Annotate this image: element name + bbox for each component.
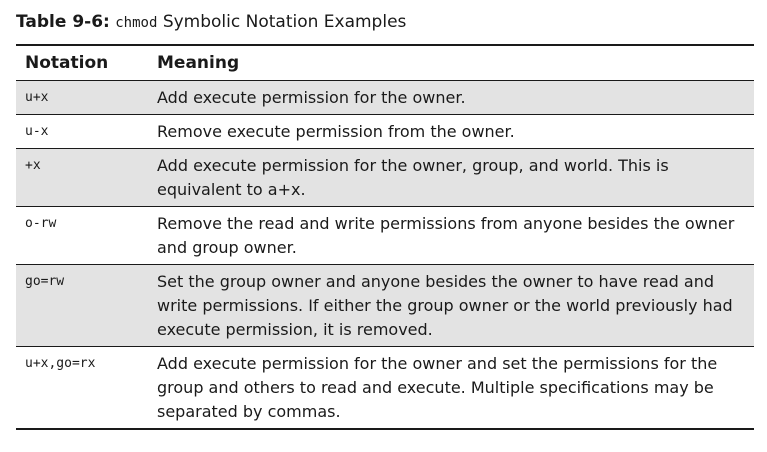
table-header-row: Notation Meaning [16,46,754,81]
meaning-cell: Add execute permission for the owner, gr… [157,156,669,199]
table-row: u-x Remove execute permission from the o… [16,115,754,149]
meaning-cell: Add execute permission for the owner and… [157,354,718,421]
meaning-cell: Remove the read and write permissions fr… [157,214,735,257]
notation-cell: go=rw [25,274,65,289]
table-row: u+x,go=rx Add execute permission for the… [16,347,754,430]
notation-cell: o-rw [25,216,57,231]
caption-command: chmod [115,15,158,31]
table-row: u+x Add execute permission for the owner… [16,81,754,115]
notation-cell: u+x [25,90,49,105]
header-notation: Notation [25,53,109,73]
header-meaning: Meaning [157,53,240,73]
table-row: go=rw Set the group owner and anyone bes… [16,265,754,347]
table-figure: Table 9-6: chmod Symbolic Notation Examp… [16,10,754,430]
notation-cell: u-x [25,124,49,139]
table-row: +x Add execute permission for the owner,… [16,149,754,207]
table-caption: Table 9-6: chmod Symbolic Notation Examp… [16,10,754,36]
caption-title: Symbolic Notation Examples [162,12,407,32]
notation-cell: u+x,go=rx [25,356,96,371]
table-top-rule [16,44,754,46]
meaning-cell: Add execute permission for the owner. [157,88,466,107]
table-row: o-rw Remove the read and write permissio… [16,207,754,265]
meaning-cell: Set the group owner and anyone besides t… [157,272,733,339]
table-number: Table 9-6: [16,12,110,32]
meaning-cell: Remove execute permission from the owner… [157,122,515,141]
notation-cell: +x [25,158,41,173]
